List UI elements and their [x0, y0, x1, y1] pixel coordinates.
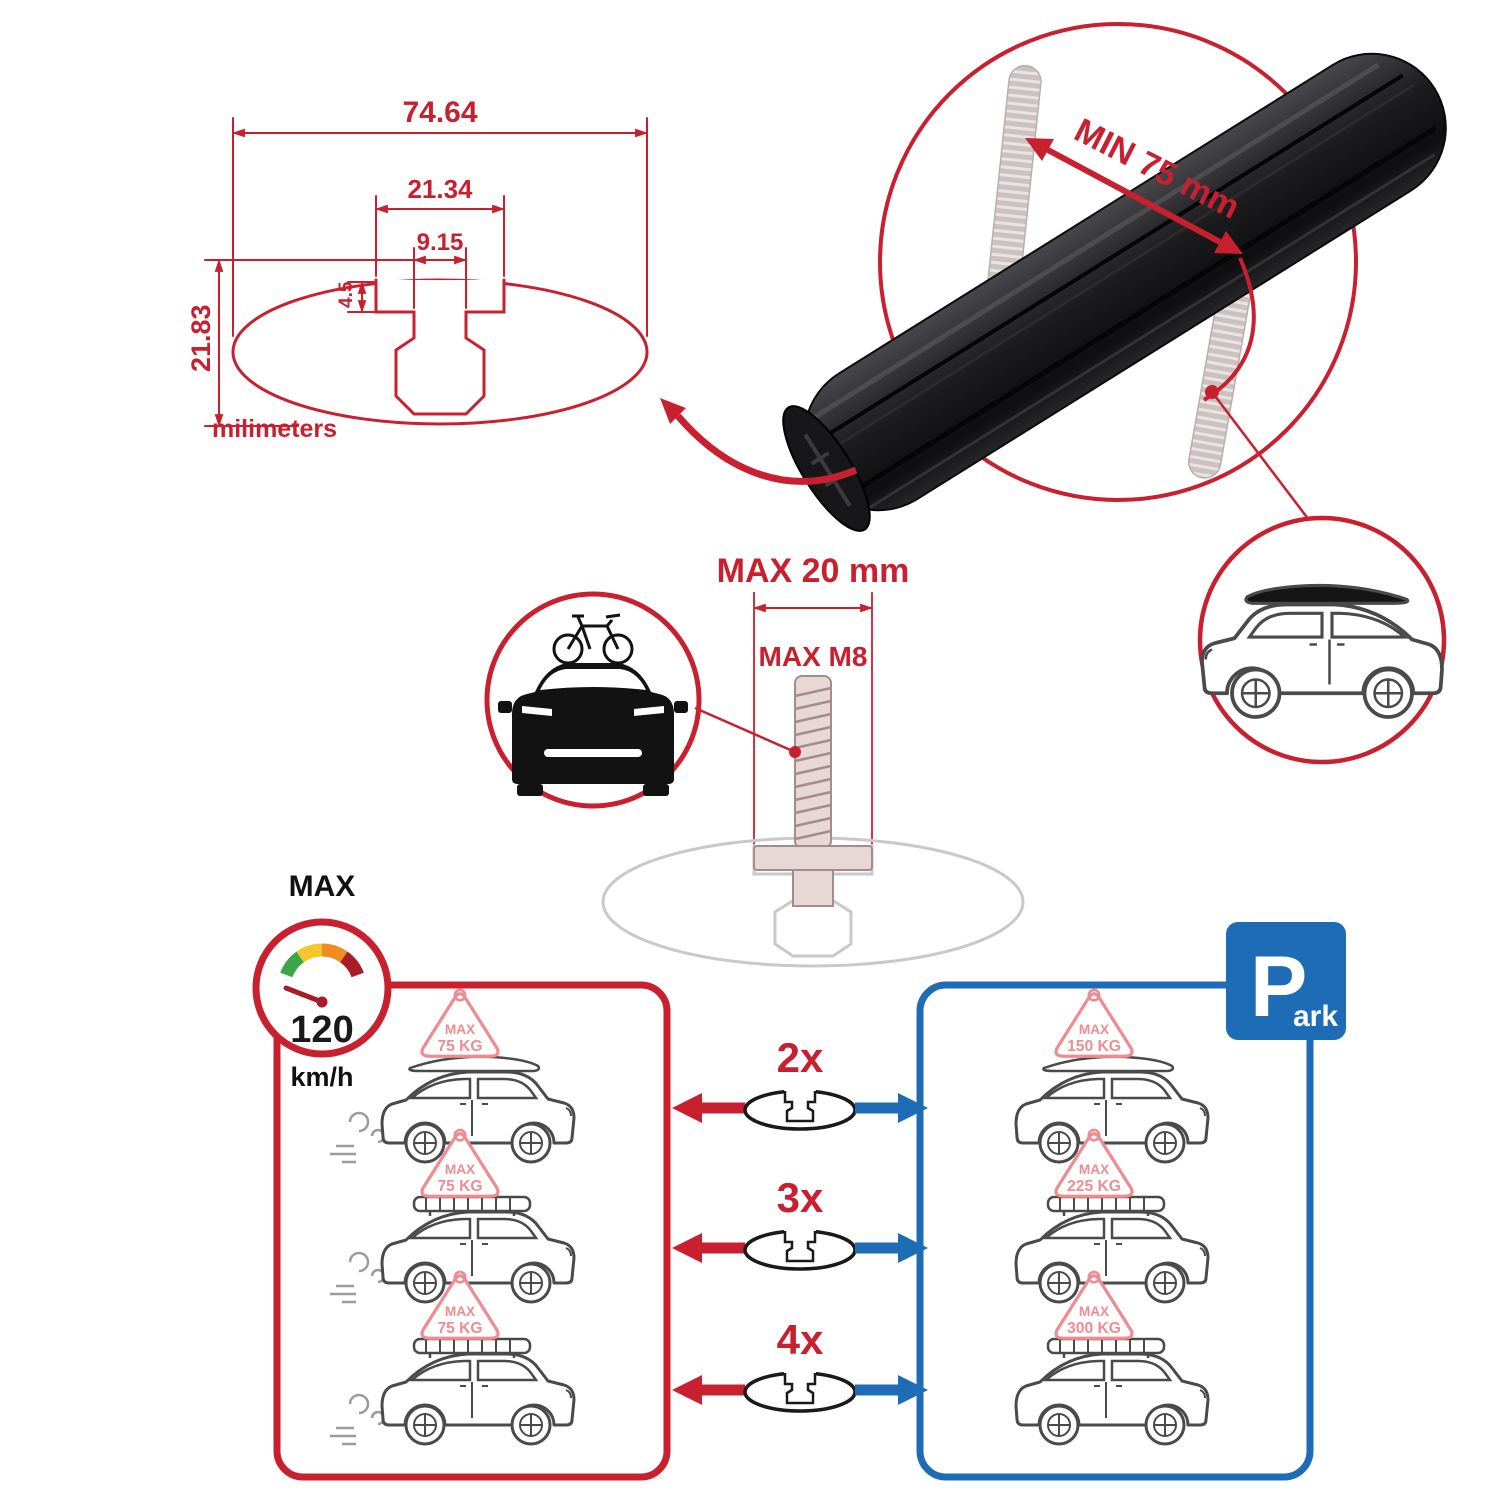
- tag-load: 300 KG: [1067, 1320, 1121, 1337]
- zoom-arrow: [660, 398, 858, 485]
- load-tag: MAX 150 KG: [1054, 988, 1134, 1058]
- parked-car-3: MAX 300 KG: [1014, 1270, 1210, 1446]
- parked-car-2: MAX 225 KG: [1014, 1128, 1210, 1304]
- bolt-callout-line: [694, 706, 796, 754]
- suv-roofbox-circle: [1197, 515, 1447, 765]
- quantity-label: 4x: [777, 1316, 824, 1363]
- dim-total-width-label: 74.64: [402, 96, 477, 129]
- quantity-row-3: 4x: [672, 1316, 928, 1413]
- blue-arrow-right: [898, 1233, 928, 1263]
- quantity-label: 3x: [777, 1174, 824, 1221]
- crossbar-detail-circle: MIN 75 mm: [782, 22, 1447, 532]
- load-tag: MAX 75 KG: [420, 988, 500, 1058]
- clamp-bracket-line: [1202, 257, 1256, 402]
- bolt-diagram: MAX 20 mm MAX M8: [601, 552, 1025, 968]
- tag-load: 75 KG: [437, 1320, 482, 1337]
- parked-car-1: MAX 150 KG: [1014, 988, 1210, 1164]
- driving-car-1: MAX 75 KG: [328, 988, 576, 1164]
- car-front-icon: [498, 663, 688, 796]
- tag-load: 225 KG: [1067, 1178, 1121, 1195]
- speed-limit-gauge: MAX 120 km/h: [252, 870, 392, 1092]
- bolt-max-thread-label: MAX M8: [759, 641, 868, 672]
- quantity-label: 2x: [777, 1034, 824, 1081]
- dim-total-height-label: 21.83: [186, 304, 216, 372]
- tag-load: 75 KG: [437, 1178, 482, 1195]
- tag-max: MAX: [1079, 1022, 1109, 1037]
- load-tag: MAX 75 KG: [420, 1128, 500, 1198]
- driving-car-3: MAX 75 KG: [328, 1270, 576, 1446]
- tag-load: 75 KG: [437, 1038, 482, 1055]
- red-arrow-left: [672, 1233, 702, 1263]
- dim-channel-width-label: 21.34: [407, 174, 473, 204]
- load-tag: MAX 300 KG: [1054, 1270, 1134, 1340]
- dim-unit-label: milimeters: [212, 415, 337, 443]
- bolt-callout-dot: [789, 746, 801, 758]
- dim-slot-width-label: 9.15: [417, 229, 464, 256]
- tag-max: MAX: [445, 1022, 475, 1037]
- t-bolt: [753, 675, 873, 907]
- tag-load: 150 KG: [1067, 1038, 1121, 1055]
- driving-car-2: MAX 75 KG: [328, 1128, 576, 1304]
- gauge-needle: [283, 985, 325, 1005]
- park-sign-p: P: [1250, 939, 1307, 1035]
- callout-line: [1211, 391, 1313, 525]
- speed-max-label: MAX: [289, 870, 356, 903]
- blue-arrow-right: [898, 1093, 928, 1123]
- tag-max: MAX: [445, 1304, 475, 1319]
- red-arrow-left: [672, 1375, 702, 1405]
- quantity-row-1: 2x: [672, 1034, 928, 1131]
- dim-lip-depth-label: 4.5: [336, 281, 357, 308]
- load-tag: MAX 225 KG: [1054, 1128, 1134, 1198]
- load-tag: MAX 75 KG: [420, 1270, 500, 1340]
- park-sign-ark: ark: [1293, 1000, 1338, 1033]
- profile-t-slot: [374, 278, 506, 416]
- bike-car-circle: [484, 591, 801, 809]
- park-sign: P ark: [1226, 922, 1346, 1040]
- crossbar-3d: [782, 52, 1447, 532]
- tag-max: MAX: [1079, 1304, 1109, 1319]
- blue-arrow-right: [898, 1375, 928, 1405]
- tag-max: MAX: [445, 1162, 475, 1177]
- speed-unit: km/h: [290, 1062, 353, 1092]
- bolt-max-width-label: MAX 20 mm: [717, 552, 910, 590]
- red-arrow-left: [672, 1093, 702, 1123]
- speed-value: 120: [290, 1009, 353, 1051]
- quantity-row-2: 3x: [672, 1174, 928, 1271]
- profile-dimension-drawing: 74.64 21.34 9.15 4.5 21.83 milimeters: [186, 96, 649, 443]
- tag-max: MAX: [1079, 1162, 1109, 1177]
